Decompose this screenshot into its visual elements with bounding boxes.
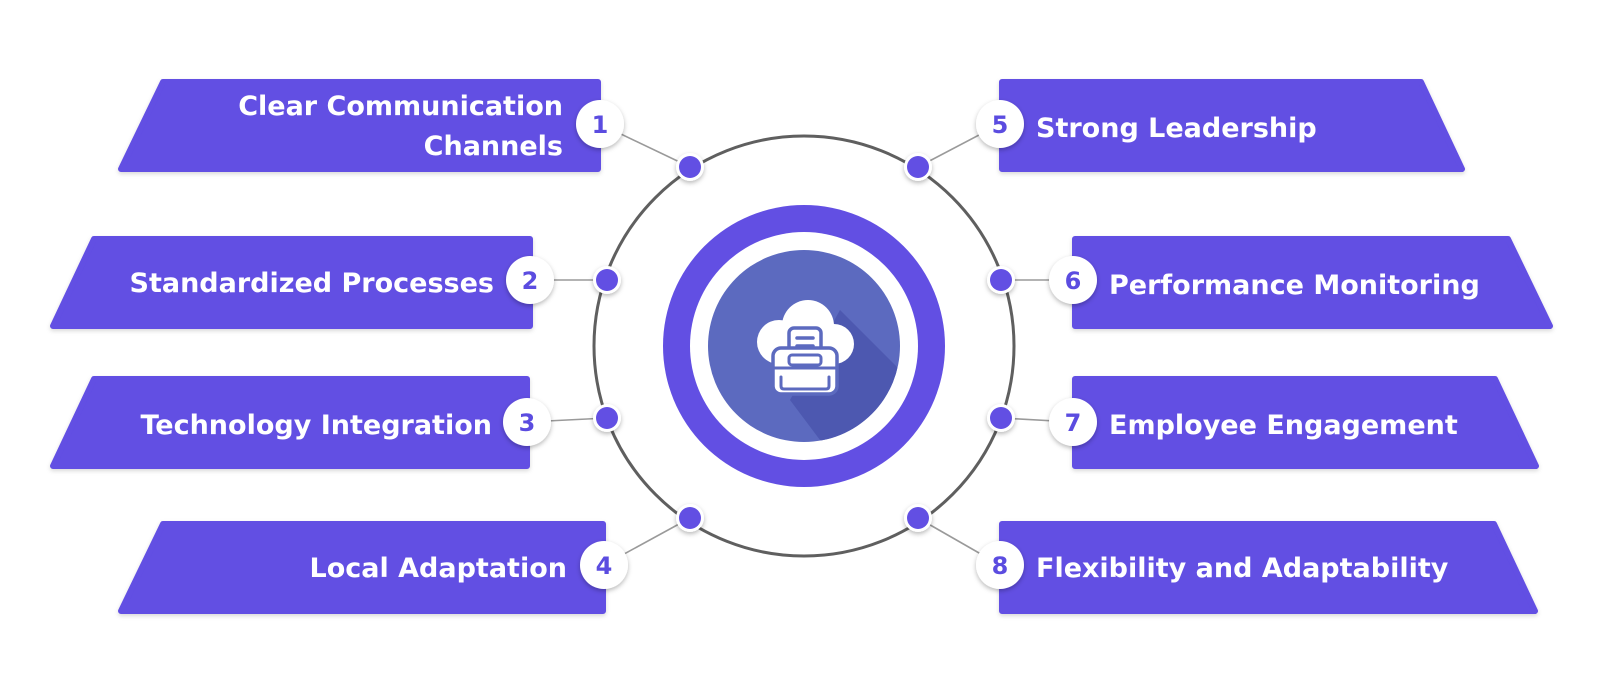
item-number-5: 5 (992, 111, 1009, 139)
outer-ring (592, 134, 1016, 558)
item-banner-2 (50, 236, 533, 329)
ring-dot-8 (907, 507, 929, 529)
ring-dot-1 (679, 156, 701, 178)
number-badge-2 (506, 256, 554, 304)
item-number-1: 1 (592, 111, 609, 139)
number-badge-7 (1049, 398, 1097, 446)
ring-dot-4 (679, 507, 701, 529)
number-badge-6 (1049, 256, 1097, 304)
item-banner-1 (118, 79, 601, 172)
item-number-2: 2 (522, 267, 539, 295)
ring-dot-2 (596, 269, 618, 291)
labels-layer: Clear CommunicationChannelsStandardized … (130, 91, 1480, 584)
ring-dots-layer (593, 153, 1015, 532)
item-label-2: Standardized Processes (130, 268, 495, 299)
item-banner-3 (50, 376, 530, 469)
center-hub (663, 205, 945, 487)
number-badge-4 (580, 541, 628, 589)
item-label-5: Strong Leadership (1036, 113, 1317, 144)
banners-layer (50, 79, 1553, 614)
item-label-1-line-1: Clear Communication (238, 91, 563, 122)
ring-dot-7 (990, 407, 1012, 429)
ring-dot-5 (907, 156, 929, 178)
item-label-4: Local Adaptation (310, 553, 567, 584)
item-label-8: Flexibility and Adaptability (1036, 553, 1449, 584)
number-badge-3 (503, 398, 551, 446)
item-label-1-line-2: Channels (424, 131, 563, 162)
cloud-archive-icon (757, 300, 854, 396)
item-number-7: 7 (1065, 409, 1082, 437)
item-number-6: 6 (1065, 267, 1082, 295)
item-number-8: 8 (992, 552, 1009, 580)
ring-dot-3 (596, 407, 618, 429)
ring-dot-6 (990, 269, 1012, 291)
number-badges-layer: 1 2 3 4 5 6 7 8 (503, 100, 1097, 589)
item-label-7: Employee Engagement (1109, 410, 1458, 441)
item-banner-4 (118, 521, 606, 614)
number-badge-8 (976, 541, 1024, 589)
item-label-3: Technology Integration (140, 410, 492, 441)
item-number-4: 4 (596, 552, 613, 580)
number-badge-1 (576, 100, 624, 148)
number-badge-5 (976, 100, 1024, 148)
item-label-6: Performance Monitoring (1109, 270, 1480, 301)
item-number-3: 3 (519, 409, 536, 437)
